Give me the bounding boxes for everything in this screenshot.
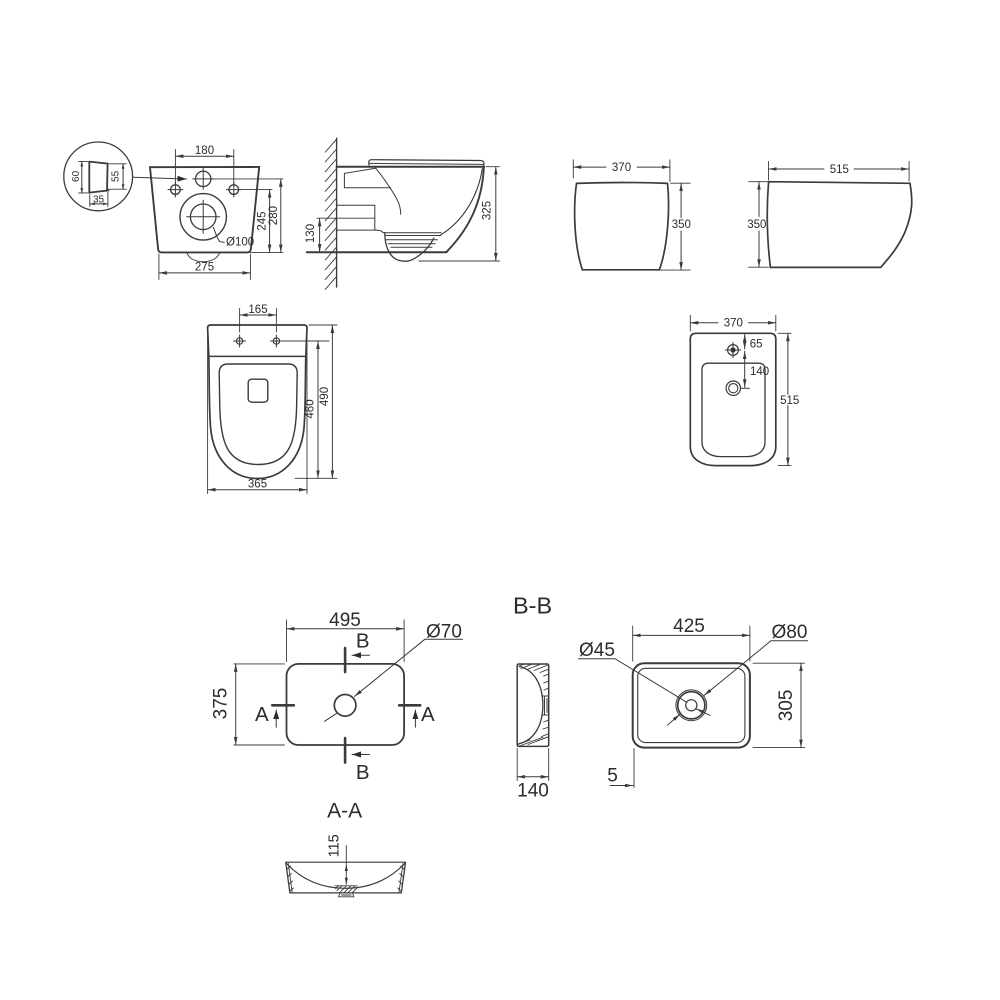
svg-text:B: B — [356, 761, 370, 784]
svg-text:Ø70: Ø70 — [426, 621, 462, 642]
svg-text:35: 35 — [93, 195, 105, 206]
svg-text:Ø100: Ø100 — [226, 237, 254, 249]
svg-text:365: 365 — [248, 479, 267, 491]
svg-text:305: 305 — [776, 690, 797, 722]
svg-text:55: 55 — [111, 170, 122, 182]
svg-text:A: A — [255, 703, 269, 726]
svg-text:425: 425 — [673, 616, 705, 637]
svg-text:115: 115 — [327, 834, 343, 857]
svg-text:370: 370 — [724, 318, 743, 330]
svg-text:Ø45: Ø45 — [579, 640, 615, 661]
svg-text:515: 515 — [780, 395, 799, 407]
svg-text:515: 515 — [830, 164, 849, 176]
svg-text:140: 140 — [517, 780, 549, 801]
svg-text:375: 375 — [211, 688, 232, 720]
svg-text:350: 350 — [672, 219, 691, 231]
svg-text:60: 60 — [71, 170, 82, 182]
svg-text:65: 65 — [750, 338, 763, 350]
svg-text:490: 490 — [319, 387, 331, 406]
svg-text:370: 370 — [612, 162, 631, 174]
svg-text:Ø80: Ø80 — [772, 622, 808, 643]
svg-text:180: 180 — [195, 145, 214, 157]
svg-text:460: 460 — [305, 399, 317, 418]
svg-text:350: 350 — [747, 219, 766, 231]
svg-text:275: 275 — [195, 262, 214, 274]
svg-text:140: 140 — [750, 366, 769, 378]
svg-text:A-A: A-A — [327, 800, 362, 823]
svg-text:280: 280 — [268, 206, 280, 225]
svg-text:245: 245 — [257, 211, 269, 230]
svg-text:495: 495 — [329, 610, 361, 631]
svg-text:A: A — [421, 703, 435, 726]
svg-text:130: 130 — [305, 224, 317, 243]
svg-text:5: 5 — [607, 766, 618, 787]
svg-text:165: 165 — [248, 304, 267, 316]
svg-text:325: 325 — [482, 201, 494, 220]
svg-text:B: B — [356, 629, 370, 652]
svg-text:B-B: B-B — [513, 592, 552, 618]
